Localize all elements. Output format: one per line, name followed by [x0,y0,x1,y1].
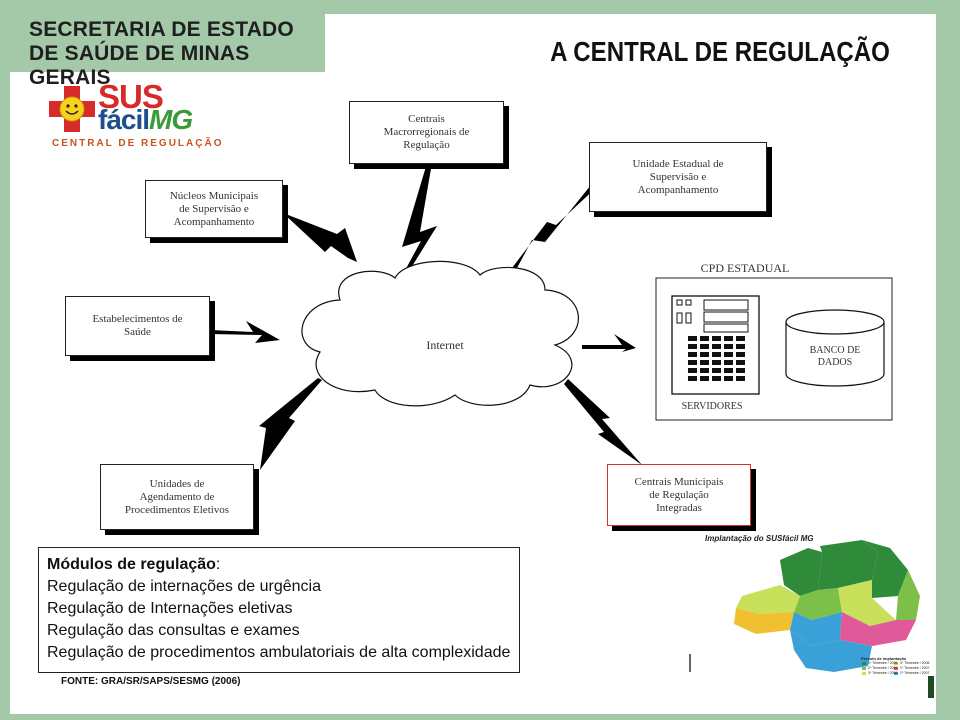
bolt-internet-unidades [259,378,322,470]
org-name-line2: DE SAÚDE DE MINAS GERAIS [29,42,250,89]
map-region-centro [838,580,896,626]
map-region-jequitinhonha [862,540,908,598]
org-name-line1: SECRETARIA DE ESTADO [29,18,294,41]
bolt-nucleos-internet [283,213,357,262]
list-item: Regulação de procedimentos ambulatoriais… [47,644,511,661]
macrorregionais-box: Centrais Macrorregionais de Regulação [349,101,504,164]
list-item: Regulação de Internações eletivas [47,600,293,617]
map-region-nordeste [896,570,920,620]
map-legend-item: 2º Trimestre / 2006 [868,666,898,670]
internet-cloud [301,260,579,407]
bolt-estab-internet [210,321,280,343]
map-region-norte [818,540,878,590]
logo-mg-word: MG [149,104,193,135]
banco-de-dados-label: BANCO DE DADOS [809,345,861,368]
map-title: Implantação do SUSfácil MG [705,534,814,543]
logo-sus-text: SUS [98,78,164,115]
map-region-oeste [790,612,842,646]
bolt-macro-internet [402,163,437,276]
sus-smiley-cross-icon [49,86,95,132]
estabelecimentos-box: Estabelecimentos de Saúde [65,296,210,356]
source-note: FONTE: GRA/SR/SAPS/SESMG (2006) [61,676,241,687]
bolt-unidade-internet [512,180,599,268]
logo-facil-text: fácilMG [98,104,193,135]
cpd-estadual-label: CPD ESTADUAL [700,261,790,275]
servidores-label: SERVIDORES [681,401,743,412]
unidade-estadual-box: Unidade Estadual de Supervisão e Acompan… [589,142,767,212]
map-region-triangulo-sul [734,608,794,634]
modulos-heading: Módulos de regulação: [39,554,519,576]
modulos-regulacao-box: Módulos de regulação: Regulação de inter… [38,547,520,673]
organization-banner: SECRETARIA DE ESTADO DE SAÚDE DE MINAS G… [0,0,325,89]
nucleos-municipais-box: Núcleos Municipais de Supervisão e Acomp… [145,180,283,238]
bolt-internet-cpd [582,334,636,352]
map-region-triangulo-norte [736,585,800,614]
map-legend-item: 2º Trimestre / 2007 [900,671,930,675]
page-title: A CENTRAL DE REGULAÇÃO [550,36,890,67]
unidades-agendamento-box: Unidades de Agendamento de Procedimentos… [100,464,254,530]
internet-label: Internet [426,338,464,352]
server-icon [671,295,760,395]
map-legend-item: 3º Trimestre / 2006 [868,671,898,675]
centrais-municipais-box: Centrais Municipais de Regulação Integra… [607,464,751,526]
bolt-internet-centrais [564,379,642,465]
list-item: Regulação das consultas e exames [47,622,300,639]
map-legend-item: 4º Trimestre / 2006 [900,661,930,665]
list-item: Regulação de internações de urgência [47,578,321,595]
map-legend-item: 1º Trimestre / 2007 [900,666,930,670]
logo-subtitle: CENTRAL DE REGULAÇÃO [52,138,224,149]
map-region-centro-norte [794,588,842,620]
corner-decoration [928,676,934,698]
map-region-sul [790,630,872,672]
modulos-heading-colon: : [215,556,221,573]
map-region-noroeste [780,548,822,596]
modulos-heading-text: Módulos de regulação [47,556,216,573]
mg-implantation-map [689,540,920,672]
map-legend-swatches [862,662,898,675]
map-legend-item: 1º Trimestre / 2006 [868,661,898,665]
database-icon [785,309,885,387]
cpd-frame [655,277,893,421]
lightning-bolts [210,163,642,470]
map-legend-title: Período de implantação [861,656,907,661]
map-region-leste [840,612,916,646]
logo-facil-word: fácil [98,104,150,135]
